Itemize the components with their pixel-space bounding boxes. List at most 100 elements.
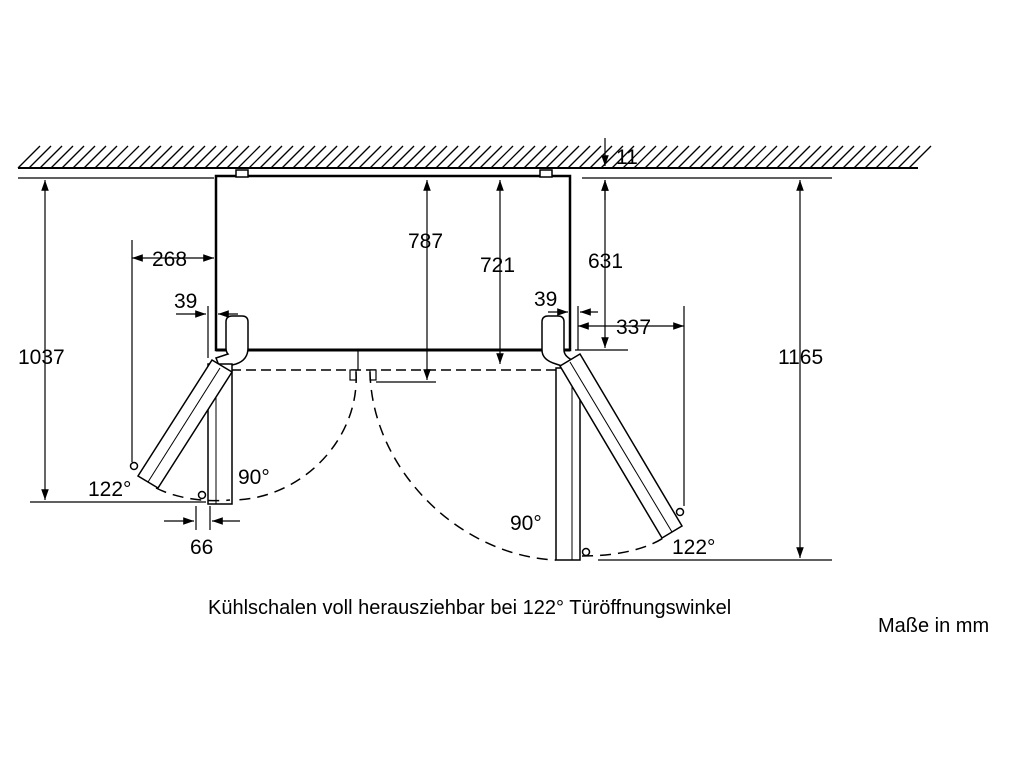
hatch-stroke	[61, 145, 85, 169]
hatch-stroke	[809, 145, 833, 169]
dim-wall-gap: 11	[616, 146, 638, 169]
hatch-stroke	[83, 145, 107, 169]
hatch-stroke	[424, 145, 448, 169]
hatch-stroke	[380, 145, 404, 169]
fridge-body	[214, 169, 572, 371]
hatch-stroke	[105, 145, 129, 169]
hatch-stroke	[325, 145, 349, 169]
hatch-stroke	[314, 145, 338, 169]
hatch-stroke	[237, 145, 261, 169]
hatch-stroke	[754, 145, 778, 169]
hatch-stroke	[798, 145, 822, 169]
handles-closed	[215, 315, 574, 369]
hatch-stroke	[248, 145, 272, 169]
dim-right-hinge-offset: 39	[534, 288, 557, 311]
hatch-stroke	[776, 145, 800, 169]
right-door-90	[555, 367, 581, 561]
angle-left-max: 122°	[88, 478, 131, 501]
caption: Kühlschalen voll herausziehbar bei 122° …	[208, 597, 731, 619]
hatch-stroke	[611, 145, 635, 169]
hatch-stroke	[886, 145, 910, 169]
hatch-stroke	[831, 145, 855, 169]
hatch-stroke	[875, 145, 899, 169]
hatch-stroke	[545, 145, 569, 169]
hatch-stroke	[204, 145, 228, 169]
angle-right-90: 90°	[510, 512, 542, 535]
hatch-stroke	[666, 145, 690, 169]
hatch-stroke	[908, 145, 932, 169]
hatch-stroke	[127, 145, 151, 169]
hatch-stroke	[578, 145, 602, 169]
hatch-stroke	[457, 145, 481, 169]
hatch-stroke	[743, 145, 767, 169]
dim-top-depth: 787	[408, 230, 443, 253]
hatch-stroke	[259, 145, 283, 169]
left-door	[129, 358, 234, 505]
hatch-stroke	[160, 145, 184, 169]
hatch-stroke	[270, 145, 294, 169]
wall	[17, 145, 932, 169]
dim-total-depth-left: 1037	[18, 346, 65, 369]
hatch-stroke	[589, 145, 613, 169]
dim-total-depth-right: 1165	[778, 346, 823, 369]
hatch-stroke	[468, 145, 492, 169]
hatch-stroke	[347, 145, 371, 169]
hatch-stroke	[479, 145, 503, 169]
swing-arcs	[155, 371, 667, 561]
hatch-stroke	[171, 145, 195, 169]
hatch-stroke	[402, 145, 426, 169]
hatch-stroke	[72, 145, 96, 169]
hatch-stroke	[215, 145, 239, 169]
hatch-stroke	[523, 145, 547, 169]
hatch-stroke	[39, 145, 63, 169]
hatch-stroke	[435, 145, 459, 169]
dim-left-clearance: 268	[152, 248, 187, 271]
hatch-stroke	[512, 145, 536, 169]
hatch-stroke	[644, 145, 668, 169]
hatch-stroke	[501, 145, 525, 169]
hatch-stroke	[446, 145, 470, 169]
hatch-stroke	[765, 145, 789, 169]
hatch-stroke	[369, 145, 393, 169]
hatch-stroke	[699, 145, 723, 169]
hatch-stroke	[182, 145, 206, 169]
hatch-stroke	[149, 145, 173, 169]
hatch-stroke	[226, 145, 250, 169]
hatch-stroke	[28, 145, 52, 169]
hatch-stroke	[787, 145, 811, 169]
dimension-lines	[30, 138, 832, 561]
right-door	[555, 352, 685, 561]
hatch-stroke	[490, 145, 514, 169]
wall-hatching	[17, 145, 932, 169]
hatch-stroke	[864, 145, 888, 169]
hatch-stroke	[688, 145, 712, 169]
hatch-stroke	[17, 145, 41, 169]
hatch-stroke	[281, 145, 305, 169]
hatch-stroke	[556, 145, 580, 169]
unit-note: Maße in mm	[878, 615, 989, 637]
spacer-right	[539, 169, 553, 178]
hatch-stroke	[721, 145, 745, 169]
hatch-stroke	[897, 145, 921, 169]
hatch-stroke	[292, 145, 316, 169]
hatch-stroke	[567, 145, 591, 169]
dim-right-depth: 631	[588, 250, 623, 273]
hatch-stroke	[842, 145, 866, 169]
hatch-stroke	[710, 145, 734, 169]
hatch-stroke	[116, 145, 140, 169]
hatch-stroke	[820, 145, 844, 169]
dim-right-clearance: 337	[616, 316, 651, 339]
dim-door-thickness: 66	[190, 536, 213, 559]
angle-right-max: 122°	[672, 536, 715, 559]
hatch-stroke	[633, 145, 657, 169]
right-door-122	[558, 352, 684, 540]
hatch-stroke	[193, 145, 217, 169]
hatch-stroke	[50, 145, 74, 169]
hatch-stroke	[677, 145, 701, 169]
hatch-stroke	[138, 145, 162, 169]
hatch-stroke	[853, 145, 877, 169]
center-hinge-pins	[349, 369, 377, 381]
hatch-stroke	[732, 145, 756, 169]
hatch-stroke	[622, 145, 646, 169]
